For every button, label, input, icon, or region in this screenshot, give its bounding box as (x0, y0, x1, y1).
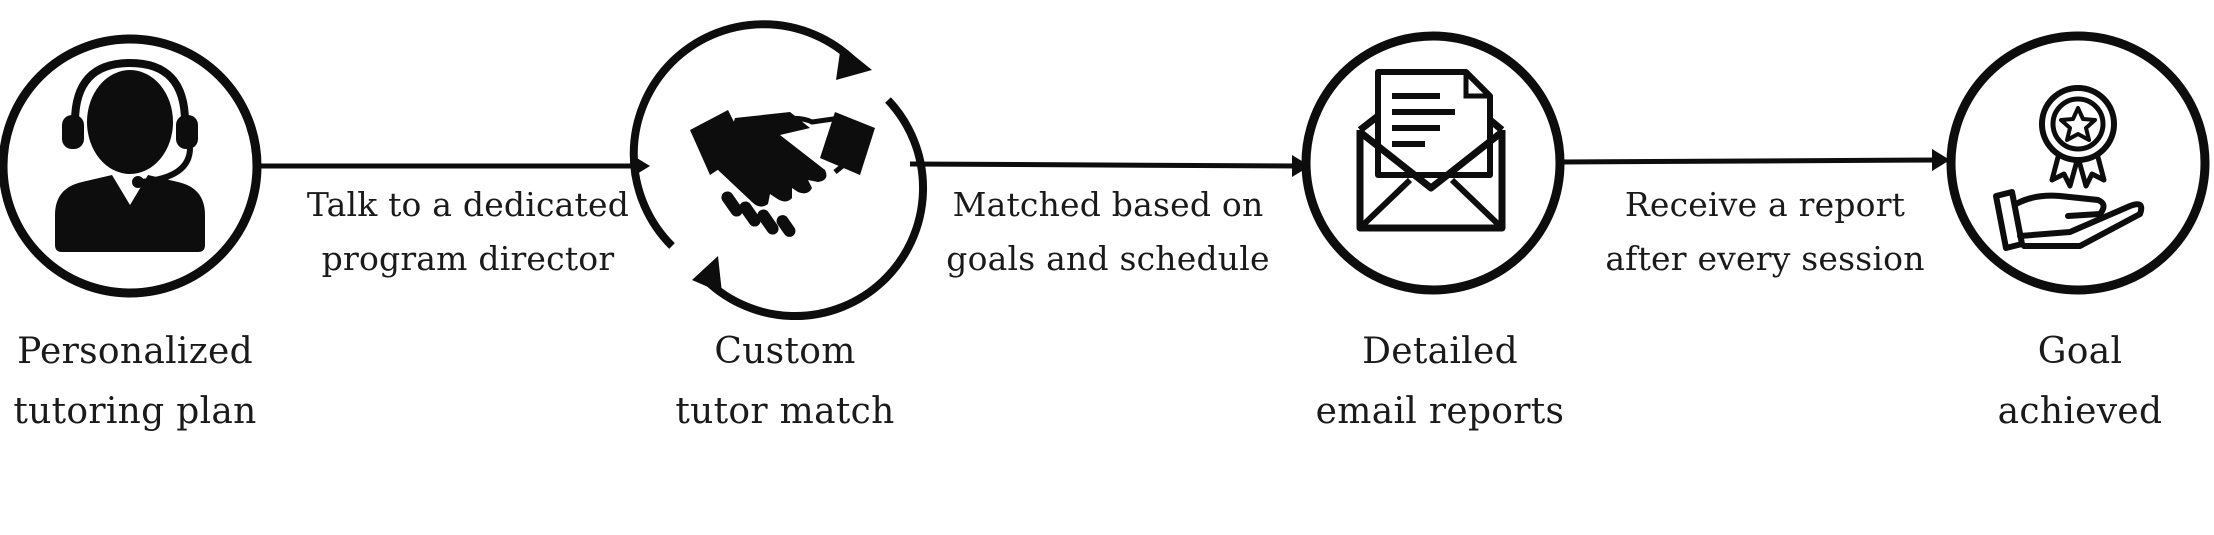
connector-2-label: Matched based on goals and schedule (946, 185, 1270, 278)
connector-3-label: Receive a report after every session (1605, 185, 1925, 278)
connector-3-arrow (1559, 149, 1950, 171)
cycle-arrows-icon (629, 20, 927, 321)
step-1-label: Personalized tutoring plan (13, 331, 257, 432)
step-1-node (0, 34, 262, 298)
connector-2-arrow (909, 155, 1310, 177)
handshake-icon (690, 110, 875, 237)
step-3-node (1301, 31, 1565, 295)
headset-agent-icon (55, 58, 205, 252)
award-hand-icon (1993, 85, 2145, 251)
step-4-node (1946, 31, 2210, 295)
step-3-label: Detailed email reports (1315, 331, 1565, 432)
connector-1-label: Talk to a dedicated program director (306, 185, 630, 278)
step-2-label: Custom tutor match (675, 331, 895, 432)
step-4-label: Goal achieved (1997, 331, 2163, 432)
connector-1-arrow (257, 155, 650, 177)
envelope-letter-icon (1356, 69, 1506, 232)
step-2-node (629, 20, 927, 321)
